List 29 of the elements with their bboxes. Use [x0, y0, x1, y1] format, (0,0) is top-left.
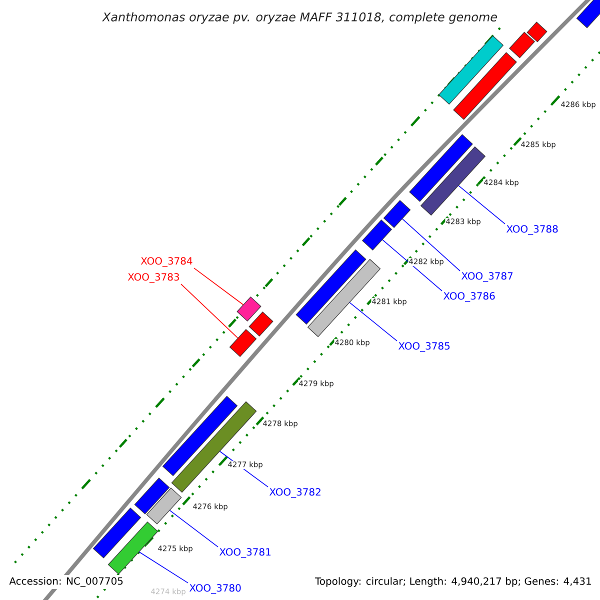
leader-line	[180, 284, 238, 338]
leader-line	[402, 218, 460, 272]
leader-line	[138, 552, 188, 584]
gene-label: XOO_3788	[506, 225, 558, 235]
leader-line	[458, 185, 506, 224]
gene-bar	[526, 22, 548, 42]
gene-label: XOO_3785	[398, 342, 450, 352]
gene-label: XOO_3780	[190, 584, 241, 594]
leader-line	[194, 268, 244, 306]
gene-label: XOO_3782	[270, 488, 320, 498]
gene-bar	[576, 0, 600, 28]
gene-label: XOO_3784	[140, 257, 192, 267]
gene-bar	[229, 329, 257, 357]
leader-line	[382, 239, 442, 292]
gene-bar	[409, 134, 473, 202]
gene-label: XOO_3781	[220, 548, 270, 558]
gene-label: XOO_3783	[128, 273, 179, 283]
gene-bar	[453, 52, 517, 120]
gene-bar	[146, 488, 182, 524]
accession-text: Accession: NC_007705	[7, 575, 126, 589]
genome-info-text: Topology: circular; Length: 4,940,217 bp; Genes: 4,431	[312, 575, 594, 589]
gene-bar	[134, 478, 170, 514]
title: Xanthomonas oryzae pv. oryzae MAFF 311018, complete genome	[102, 12, 497, 24]
gene-bar	[383, 200, 411, 228]
gene-bar	[92, 508, 142, 558]
gene-label: XOO_3786	[444, 292, 495, 302]
gene-label: XOO_3787	[462, 272, 513, 282]
leader-line	[349, 302, 398, 342]
leader-line	[169, 510, 218, 548]
